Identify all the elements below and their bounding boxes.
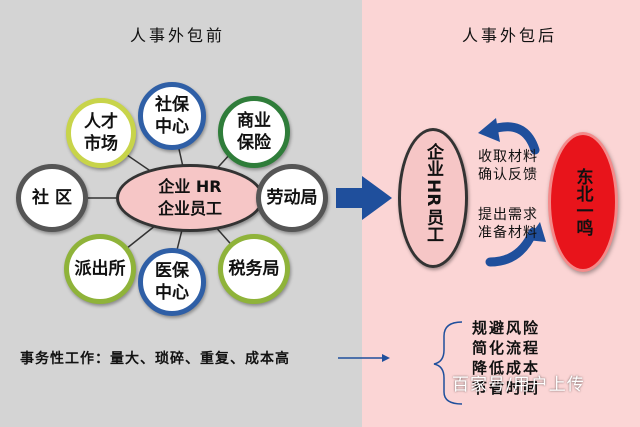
feedback-text: 收取材料 确认反馈	[478, 148, 538, 184]
feedback-line: 收取材料	[478, 149, 538, 165]
benefits-brace	[433, 321, 463, 405]
talent-market-node: 人才 市场	[66, 98, 136, 168]
node-label: 医保	[155, 261, 189, 281]
before-title: 人事外包前	[130, 26, 226, 45]
workload-text: 事务性工作：量大、琐碎、重复、成本高	[20, 351, 290, 367]
workload-arrow-head	[382, 354, 390, 362]
benefit-item: 降低成本	[472, 359, 541, 377]
node-label: 中心	[155, 283, 189, 303]
center-hr-node: 企业 HR 企业员工	[116, 164, 264, 232]
company-hr-label: HR	[423, 179, 443, 207]
social-security-node: 社保 中心	[138, 82, 206, 150]
node-label: 市场	[84, 134, 118, 154]
watermark-text: 百家号/用户上传	[452, 375, 585, 395]
node-label: 中心	[155, 117, 189, 137]
provider-node: 东北一鸣	[548, 132, 618, 272]
commercial-insurance-node: 商业 保险	[218, 96, 290, 168]
request-line: 准备材料	[478, 225, 538, 241]
node-label: 税务局	[228, 259, 280, 279]
after-title: 人事外包后	[462, 26, 558, 45]
node-label: 社 区	[32, 188, 72, 208]
company-label: 企业HR员工	[423, 143, 443, 243]
medical-insurance-node: 医保 中心	[138, 248, 206, 316]
node-label: 人才	[84, 112, 118, 132]
benefits-list: 规避风险 简化流程 降低成本 节省时间	[472, 318, 540, 398]
feedback-line: 确认反馈	[478, 167, 538, 183]
labor-bureau-node: 劳动局	[256, 164, 328, 232]
node-label: 派出所	[74, 259, 126, 279]
center-line2: 企业员工	[157, 199, 222, 218]
benefit-item: 规避风险	[472, 319, 541, 337]
benefit-item: 简化流程	[472, 339, 541, 357]
request-text: 提出需求 准备材料	[478, 206, 538, 242]
community-node: 社 区	[16, 164, 88, 232]
request-arrow-head	[527, 222, 546, 242]
benefit-item: 节省时间	[472, 379, 541, 397]
transition-arrow	[336, 176, 392, 220]
request-line: 提出需求	[478, 207, 538, 223]
provider-label: 东北一鸣	[572, 168, 593, 236]
node-label: 保险	[237, 133, 271, 153]
node-label: 商业	[237, 111, 271, 131]
node-label: 社保	[155, 95, 189, 115]
company-node: 企业HR员工	[398, 128, 468, 268]
tax-bureau-node: 税务局	[218, 234, 290, 304]
police-station-node: 派出所	[64, 234, 136, 304]
center-line1: 企业 HR	[158, 177, 222, 196]
feedback-arrow-head	[478, 118, 500, 142]
node-label: 劳动局	[266, 188, 318, 208]
